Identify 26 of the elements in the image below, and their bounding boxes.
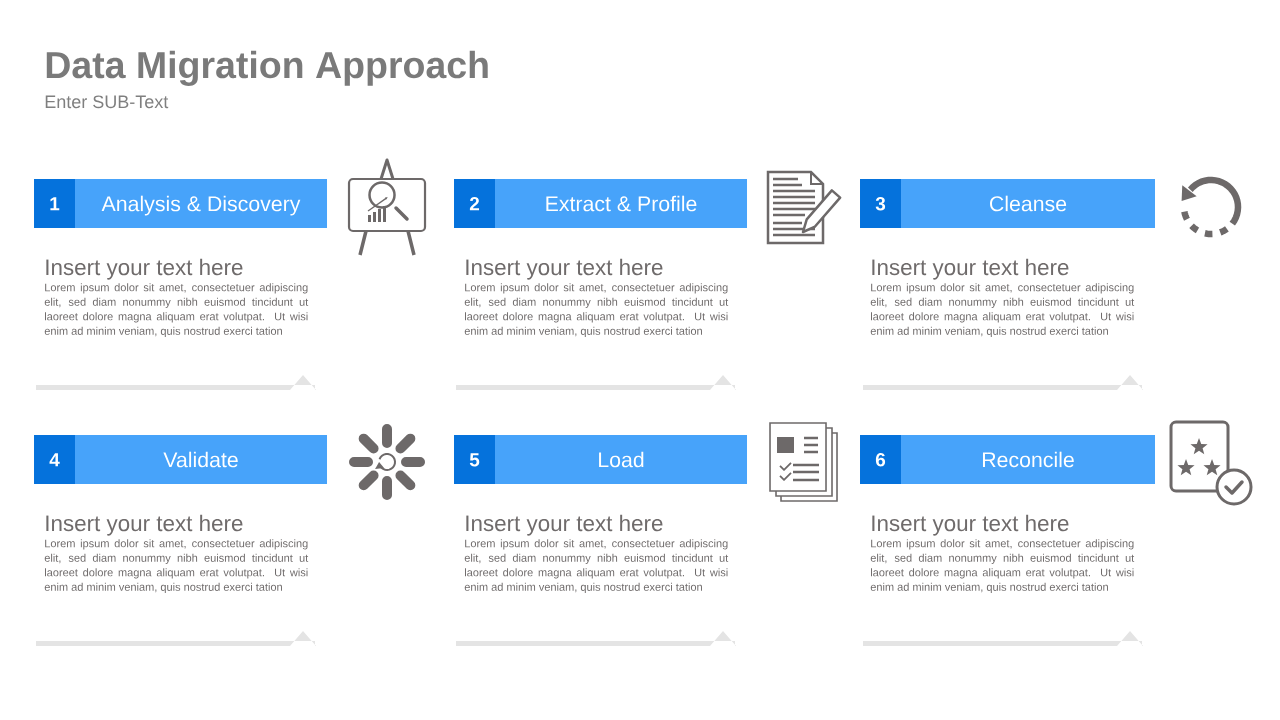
body-text: Lorem ipsum dolor sit amet, consectetuer adipiscing elit, sed diam nonummy nibh euismod tincidunt ut laoreet dolore magna aliquam erat volutpat. Ut wisi enim ad minim veniam, quis nostrud exerci tation [44,283,309,338]
heading-text: Insert your text here [46,514,243,536]
body-text: Lorem ipsum dolor sit amet, consectetuer adipiscing elit, sed diam nonummy nibh euismod tincidunt ut laoreet dolore magna aliquam erat volutpat. Ut wisi enim ad minim veniam, quis nostrud exerci tation [44,539,309,594]
heading-text: Insert your text here [872,258,1069,280]
number-box: 1 [34,179,75,228]
body-text: Lorem ipsum dolor sit amet, consectetuer adipiscing elit, sed diam nonummy nibh euismod tincidunt ut laoreet dolore magna aliquam erat volutpat. Ut wisi enim ad minim veniam, quis nostrud exerci tation [870,283,1135,338]
body-text: Lorem ipsum dolor sit amet, consectetuer adipiscing elit, sed diam nonummy nibh euismod tincidunt ut laoreet dolore magna aliquam erat volutpat. Ut wisi enim ad minim veniam, quis nostrud exerci tation [464,283,729,338]
heading-text: Insert your text here [872,514,1069,536]
subtitle: Enter SUB-Text [45,95,169,109]
title-band: Extract & Profile [495,179,747,228]
title-band: Validate [75,435,327,484]
title: Data Migration Approach [46,50,488,86]
number-box: 2 [454,179,495,228]
title-band: Load [495,435,747,484]
title-band: Reconcile [901,435,1155,484]
body-text: Lorem ipsum dolor sit amet, consectetuer adipiscing elit, sed diam nonummy nibh euismod tincidunt ut laoreet dolore magna aliquam erat volutpat. Ut wisi enim ad minim veniam, quis nostrud exerci tation [870,539,1135,594]
body-text: Lorem ipsum dolor sit amet, consectetuer adipiscing elit, sed diam nonummy nibh euismod tincidunt ut laoreet dolore magna aliquam erat volutpat. Ut wisi enim ad minim veniam, quis nostrud exerci tation [464,539,729,594]
heading-text: Insert your text here [466,258,663,280]
title-band: Analysis & Discovery [75,179,327,228]
number-box: 5 [454,435,495,484]
heading-text: Insert your text here [46,258,243,280]
number-box: 3 [860,179,901,228]
number-box: 6 [860,435,901,484]
title-band: Cleanse [901,179,1155,228]
number-box: 4 [34,435,75,484]
heading-text: Insert your text here [466,514,663,536]
